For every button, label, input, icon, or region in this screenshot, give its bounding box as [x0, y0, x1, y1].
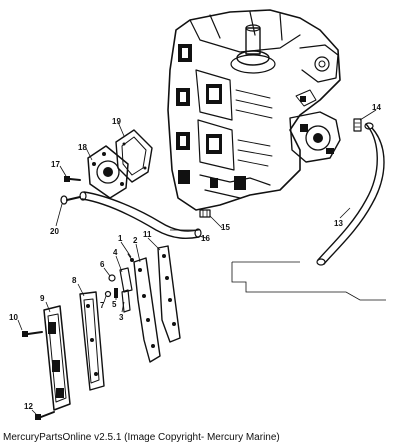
callout-1: 1: [118, 234, 123, 243]
callout-13: 13: [334, 219, 343, 228]
part-20-screw: [60, 195, 81, 205]
callout-17: 17: [51, 160, 60, 169]
callout-9: 9: [40, 294, 45, 303]
callouts: 1 2 3 4 5 6 7 8 9 10 11 12 13 14 15 16 1…: [9, 103, 381, 411]
callout-14: 14: [372, 103, 381, 112]
callout-10: 10: [9, 313, 18, 322]
part-18-cover: [87, 145, 129, 199]
part-5-screw: [114, 288, 118, 298]
callout-8: 8: [72, 276, 77, 285]
part-4-reed: [119, 267, 133, 293]
callout-11: 11: [143, 230, 152, 239]
part-3-stop: [121, 289, 131, 313]
leader-lines: [17, 109, 386, 415]
part-1-fastener: [127, 253, 134, 262]
part-19-gasket: [115, 129, 153, 183]
callout-5: 5: [112, 300, 117, 309]
engine-block: [167, 9, 341, 211]
callout-15: 15: [221, 223, 230, 232]
callout-20: 20: [50, 227, 59, 236]
callout-19: 19: [112, 117, 121, 126]
part-8-gasket: [79, 291, 105, 391]
part-12-screw: [35, 411, 55, 420]
part-16-hose: [79, 191, 202, 240]
part-13-hose: [316, 122, 385, 266]
callout-3: 3: [119, 313, 124, 322]
part-15-fitting: [199, 209, 211, 218]
callout-12: 12: [24, 402, 33, 411]
part-14-fitting: [353, 118, 362, 132]
part-10-screw: [22, 331, 43, 337]
callout-6: 6: [100, 260, 105, 269]
part-17-screw: [64, 176, 81, 182]
part-7-washer: [104, 290, 112, 298]
part-6-washer: [108, 274, 116, 282]
part-9-cover: [43, 305, 71, 411]
callout-4: 4: [113, 248, 118, 257]
part-11-plate: [157, 245, 181, 343]
part-2-plate: [133, 257, 161, 363]
callout-16: 16: [201, 234, 210, 243]
callout-2: 2: [133, 236, 138, 245]
callout-7: 7: [100, 301, 105, 310]
image-caption: MercuryPartsOnline v2.5.1 (Image Copyrig…: [3, 432, 280, 443]
callout-18: 18: [78, 143, 87, 152]
